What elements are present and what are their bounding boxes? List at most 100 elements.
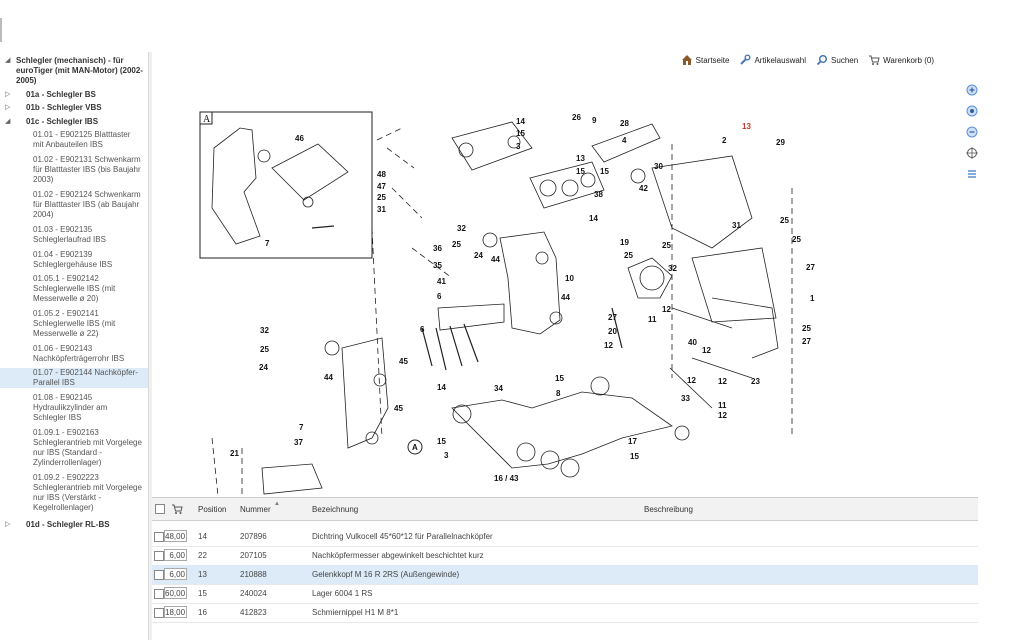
part-callout[interactable]: 12 [702, 346, 711, 355]
part-callout[interactable]: 17 [628, 437, 637, 446]
tree-leaf[interactable]: 01.05.1 - E902142 Schleglerwelle IBS (mi… [0, 274, 148, 304]
part-callout[interactable]: 11 [648, 315, 657, 324]
part-callout[interactable]: 35 [433, 261, 442, 270]
collapse-arrow-icon[interactable]: ◢ [5, 57, 11, 64]
tree-leaf[interactable]: 01.09.2 - E902223 Schleglerantrieb mit V… [0, 473, 148, 513]
part-callout[interactable]: 6 [420, 325, 425, 334]
part-callout[interactable]: 31 [377, 205, 386, 214]
tree-leaf[interactable]: 01.05.2 - E902141 Schleglerwelle IBS (mi… [0, 309, 148, 339]
part-callout[interactable]: 45 [394, 404, 403, 413]
part-callout[interactable]: 14 [516, 117, 525, 126]
part-callout[interactable]: 13 [576, 154, 585, 163]
part-callout[interactable]: 28 [620, 119, 629, 128]
part-callout[interactable]: 25 [377, 193, 386, 202]
tree-node[interactable]: ◢Schlegler (mechanisch) - für euroTiger … [0, 56, 148, 86]
part-callout[interactable]: 21 [230, 449, 239, 458]
row-checkbox[interactable] [154, 608, 164, 618]
quantity-field[interactable]: 6,00 [164, 568, 187, 580]
part-callout[interactable]: 44 [491, 255, 500, 264]
part-callout[interactable]: 37 [294, 438, 303, 447]
part-callout[interactable]: 14 [437, 383, 446, 392]
zoom-in-icon[interactable] [966, 84, 978, 96]
part-callout[interactable]: 27 [806, 263, 815, 272]
part-callout[interactable]: A [412, 443, 418, 452]
part-callout[interactable]: 24 [474, 251, 483, 260]
expand-arrow-icon[interactable]: ▷ [5, 521, 11, 528]
part-callout[interactable]: 27 [802, 337, 811, 346]
part-callout[interactable]: 25 [662, 241, 671, 250]
quantity-field[interactable]: 48,00 [164, 530, 187, 542]
row-checkbox[interactable] [154, 532, 164, 542]
row-checkbox[interactable] [154, 570, 164, 580]
article-selection-button[interactable]: Artikelauswahl [739, 54, 806, 66]
part-callout[interactable]: 1 [810, 294, 815, 303]
tree-leaf[interactable]: 01.07 - E902144 Nachköpfer-Parallel IBS [0, 368, 148, 388]
tree-leaf[interactable]: 01.02 - E902124 Schwenkarm für Blatttast… [0, 190, 148, 220]
part-callout[interactable]: 25 [260, 345, 269, 354]
header-position[interactable]: Position [198, 505, 227, 514]
part-callout[interactable]: 33 [681, 394, 690, 403]
part-callout[interactable]: 29 [776, 138, 785, 147]
tree-leaf[interactable]: 01.09.1 - E902163 Schleglerantrieb mit V… [0, 428, 148, 468]
part-callout[interactable]: 12 [662, 305, 671, 314]
part-callout[interactable]: 30 [654, 162, 663, 171]
part-callout[interactable]: 3 [444, 451, 449, 460]
part-callout[interactable]: 20 [608, 327, 617, 336]
part-callout[interactable]: 15 [576, 167, 585, 176]
tree-leaf[interactable]: 01.08 - E902145 Hydraulikzylinder am Sch… [0, 393, 148, 423]
search-button[interactable]: Suchen [816, 54, 858, 66]
crosshair-icon[interactable] [966, 147, 978, 159]
collapse-arrow-icon[interactable]: ◢ [5, 118, 11, 125]
row-checkbox[interactable] [154, 551, 164, 561]
part-callout[interactable]: 9 [592, 116, 597, 125]
part-callout[interactable]: 44 [561, 293, 570, 302]
part-callout[interactable]: 25 [802, 324, 811, 333]
part-callout[interactable]: 15 [630, 452, 639, 461]
part-callout[interactable]: 3 [516, 142, 521, 151]
part-callout[interactable]: 12 [604, 341, 613, 350]
part-callout[interactable]: 27 [608, 313, 617, 322]
tree-node[interactable]: ▷01b - Schlegler VBS [0, 103, 148, 113]
part-callout[interactable]: 19 [620, 238, 629, 247]
part-callout[interactable]: 36 [433, 244, 442, 253]
part-callout[interactable]: 31 [732, 221, 741, 230]
part-callout[interactable]: 44 [324, 373, 333, 382]
tree-node[interactable]: ▷01a - Schlegler BS [0, 90, 148, 100]
part-callout[interactable]: 14 [589, 214, 598, 223]
expand-arrow-icon[interactable]: ▷ [5, 104, 11, 111]
quantity-field[interactable]: 6,00 [164, 549, 187, 561]
part-callout[interactable]: 46 [295, 134, 304, 143]
header-designation[interactable]: Bezeichnung [312, 505, 359, 514]
header-number[interactable]: Nummer [240, 505, 271, 514]
part-callout[interactable]: 40 [688, 338, 697, 347]
header-description[interactable]: Beschreibung [644, 505, 693, 514]
part-callout[interactable]: 47 [377, 182, 386, 191]
select-all-checkbox[interactable] [155, 504, 165, 514]
part-callout[interactable]: 12 [718, 377, 727, 386]
part-callout[interactable]: 25 [452, 240, 461, 249]
part-callout[interactable]: 23 [751, 377, 760, 386]
zoom-out-icon[interactable] [966, 126, 978, 138]
part-callout[interactable]: 12 [718, 411, 727, 420]
part-callout[interactable]: 48 [377, 170, 386, 179]
tree-node[interactable]: ▷01d - Schlegler RL-BS [0, 520, 148, 530]
part-callout[interactable]: 42 [639, 184, 648, 193]
part-callout[interactable]: 34 [494, 384, 503, 393]
quantity-field[interactable]: 60,00 [164, 587, 187, 599]
expand-arrow-icon[interactable]: ▷ [5, 91, 11, 98]
part-callout[interactable]: 25 [780, 216, 789, 225]
splitter[interactable] [148, 52, 152, 640]
zoom-fit-icon[interactable] [966, 105, 978, 117]
part-callout[interactable]: 12 [687, 376, 696, 385]
list-icon[interactable] [966, 168, 978, 180]
home-button[interactable]: Startseite [681, 54, 729, 66]
part-callout[interactable]: 32 [260, 326, 269, 335]
part-callout[interactable]: 24 [259, 363, 268, 372]
tree-node[interactable]: ◢01c - Schlegler IBS [0, 117, 148, 127]
